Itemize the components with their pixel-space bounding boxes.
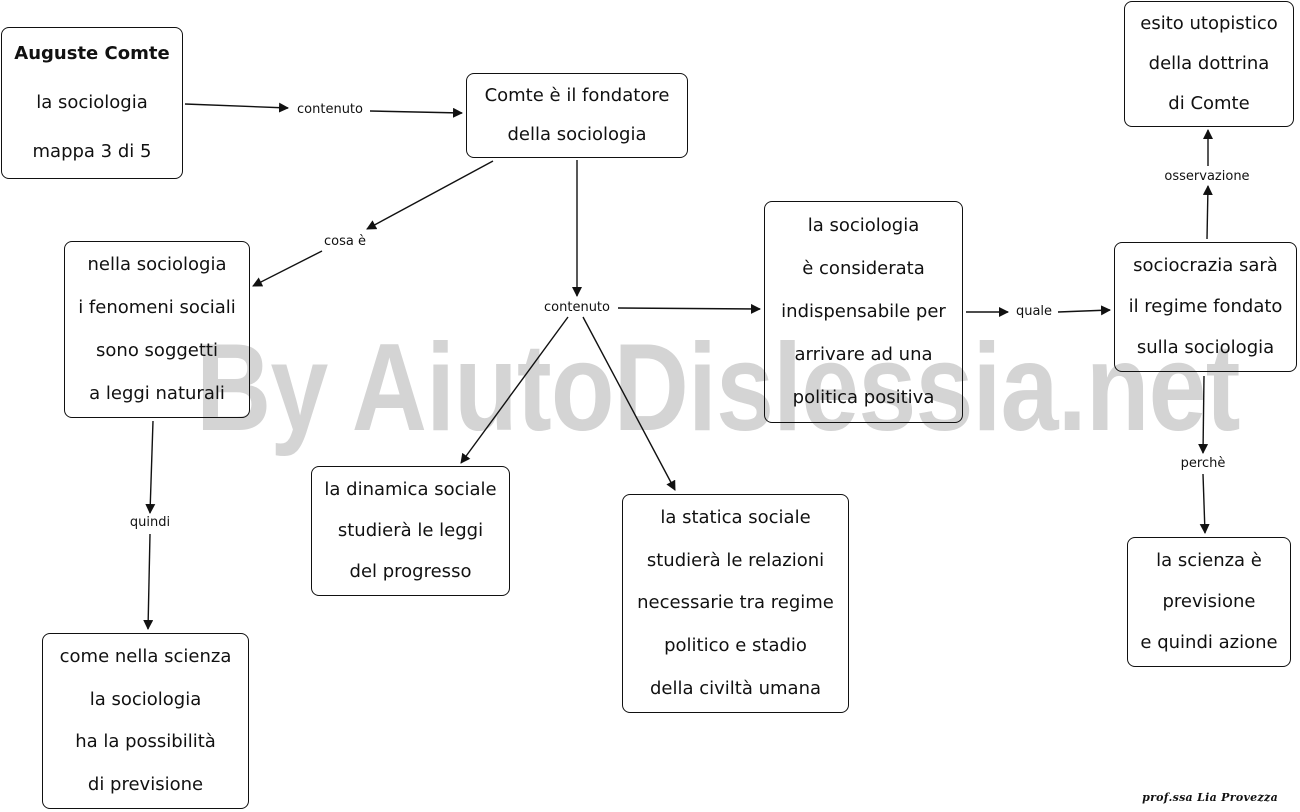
node-scienza-previsione: come nella scienza la sociologia ha la p… — [42, 633, 249, 809]
node-title-line-2: mappa 3 di 5 — [32, 140, 152, 162]
node-fenomeni-line-1: nella sociologia — [87, 254, 227, 276]
node-title-heading: Auguste Comte — [14, 43, 170, 65]
node-fenomeni-line-2: i fenomeni sociali — [78, 297, 236, 319]
node-scienza-azione: la scienza è previsione e quindi azione — [1127, 537, 1291, 667]
node-statica-line-4: politico e stadio — [664, 635, 807, 657]
node-sociocrazia-line-1: sociocrazia sarà — [1133, 254, 1278, 276]
arrow-quindi-to-scienza — [143, 533, 154, 630]
node-title-line-1: la sociologia — [36, 91, 148, 113]
node-scienza-line-1: come nella scienza — [59, 646, 232, 668]
node-scienza-line-3: ha la possibilità — [75, 731, 216, 753]
node-fondatore-line-1: Comte è il fondatore — [484, 84, 670, 106]
link-label-quindi: quindi — [126, 515, 174, 531]
node-dinamica-line-3: del progresso — [349, 561, 472, 583]
arrow-fondatore-to-cosa-e — [366, 160, 494, 230]
arrow-cosa-e-to-fenomeni — [252, 250, 323, 287]
node-fondatore-line-2: della sociologia — [507, 124, 647, 146]
node-utopistico-line-1: esito utopistico — [1140, 13, 1278, 34]
node-scienza-line-4: di previsione — [87, 773, 204, 795]
node-scienza-line-2: la sociologia — [89, 688, 202, 710]
node-azione-line-2: previsione — [1162, 590, 1256, 612]
node-sociocrazia-line-2: il regime fondato — [1128, 295, 1283, 317]
node-indispensabile-line-5: politica positiva — [792, 387, 935, 409]
node-sociocrazia: sociocrazia sarà il regime fondato sulla… — [1114, 242, 1297, 372]
arrow-sociocrazia-to-osservazione — [1202, 185, 1213, 240]
arrow-contenuto-to-indispensabile — [617, 303, 761, 314]
node-comte-fondatore: Comte è il fondatore della sociologia — [466, 73, 688, 158]
node-fenomeni-line-4: a leggi naturali — [89, 382, 225, 404]
node-fenomeni-sociali: nella sociologia i fenomeni sociali sono… — [64, 241, 250, 418]
arrow-sociocrazia-to-perche — [1198, 375, 1209, 454]
link-label-quale: quale — [1012, 304, 1056, 320]
node-indispensabile-line-2: è considerata — [802, 257, 925, 279]
node-azione-line-3: e quindi azione — [1140, 632, 1278, 654]
node-dinamica-sociale: la dinamica sociale studierà le leggi de… — [311, 466, 510, 596]
link-label-contenuto-mid: contenuto — [541, 300, 613, 316]
node-statica-line-2: studierà le relazioni — [646, 549, 825, 571]
arrow-contenuto-to-statica — [582, 316, 676, 491]
node-indispensabile-line-3: indispensabile per — [781, 300, 946, 322]
arrow-title-to-contenuto — [184, 102, 289, 113]
node-statica-line-5: della civiltà umana — [649, 677, 822, 699]
node-statica-sociale: la statica sociale studierà le relazioni… — [622, 494, 849, 713]
node-indispensabile: la sociologia è considerata indispensabi… — [764, 201, 963, 423]
node-statica-line-3: necessarie tra regime — [637, 592, 834, 614]
node-fenomeni-line-3: sono soggetti — [96, 339, 218, 361]
arrow-fenomeni-to-quindi — [145, 420, 156, 514]
arrow-perche-to-azione — [1199, 473, 1210, 534]
node-sociocrazia-line-3: sulla sociologia — [1136, 337, 1275, 359]
node-indispensabile-line-4: arrivare ad una — [794, 344, 933, 366]
arrow-contenuto-to-dinamica — [460, 316, 569, 464]
node-dinamica-line-1: la dinamica sociale — [324, 478, 497, 500]
node-statica-line-1: la statica sociale — [660, 507, 811, 529]
node-indispensabile-line-1: la sociologia — [807, 214, 920, 236]
node-utopistico-line-2: della dottrina — [1148, 53, 1270, 74]
node-dinamica-line-2: studierà le leggi — [337, 519, 484, 541]
link-label-osservazione: osservazione — [1161, 169, 1253, 185]
link-label-contenuto-top: contenuto — [294, 102, 366, 118]
node-esito-utopistico: esito utopistico della dottrina di Comte — [1124, 1, 1294, 127]
node-azione-line-1: la scienza è — [1156, 549, 1262, 571]
arrow-contenuto-to-fondatore — [369, 107, 463, 118]
node-auguste-comte: Auguste Comte la sociologia mappa 3 di 5 — [1, 27, 183, 179]
node-utopistico-line-3: di Comte — [1168, 93, 1250, 114]
arrow-quale-to-sociocrazia — [1057, 305, 1111, 316]
author-signature: prof.ssa Lia Provezza — [1142, 791, 1278, 804]
link-label-perche: perchè — [1177, 456, 1229, 472]
link-label-cosa-e: cosa è — [321, 234, 369, 250]
